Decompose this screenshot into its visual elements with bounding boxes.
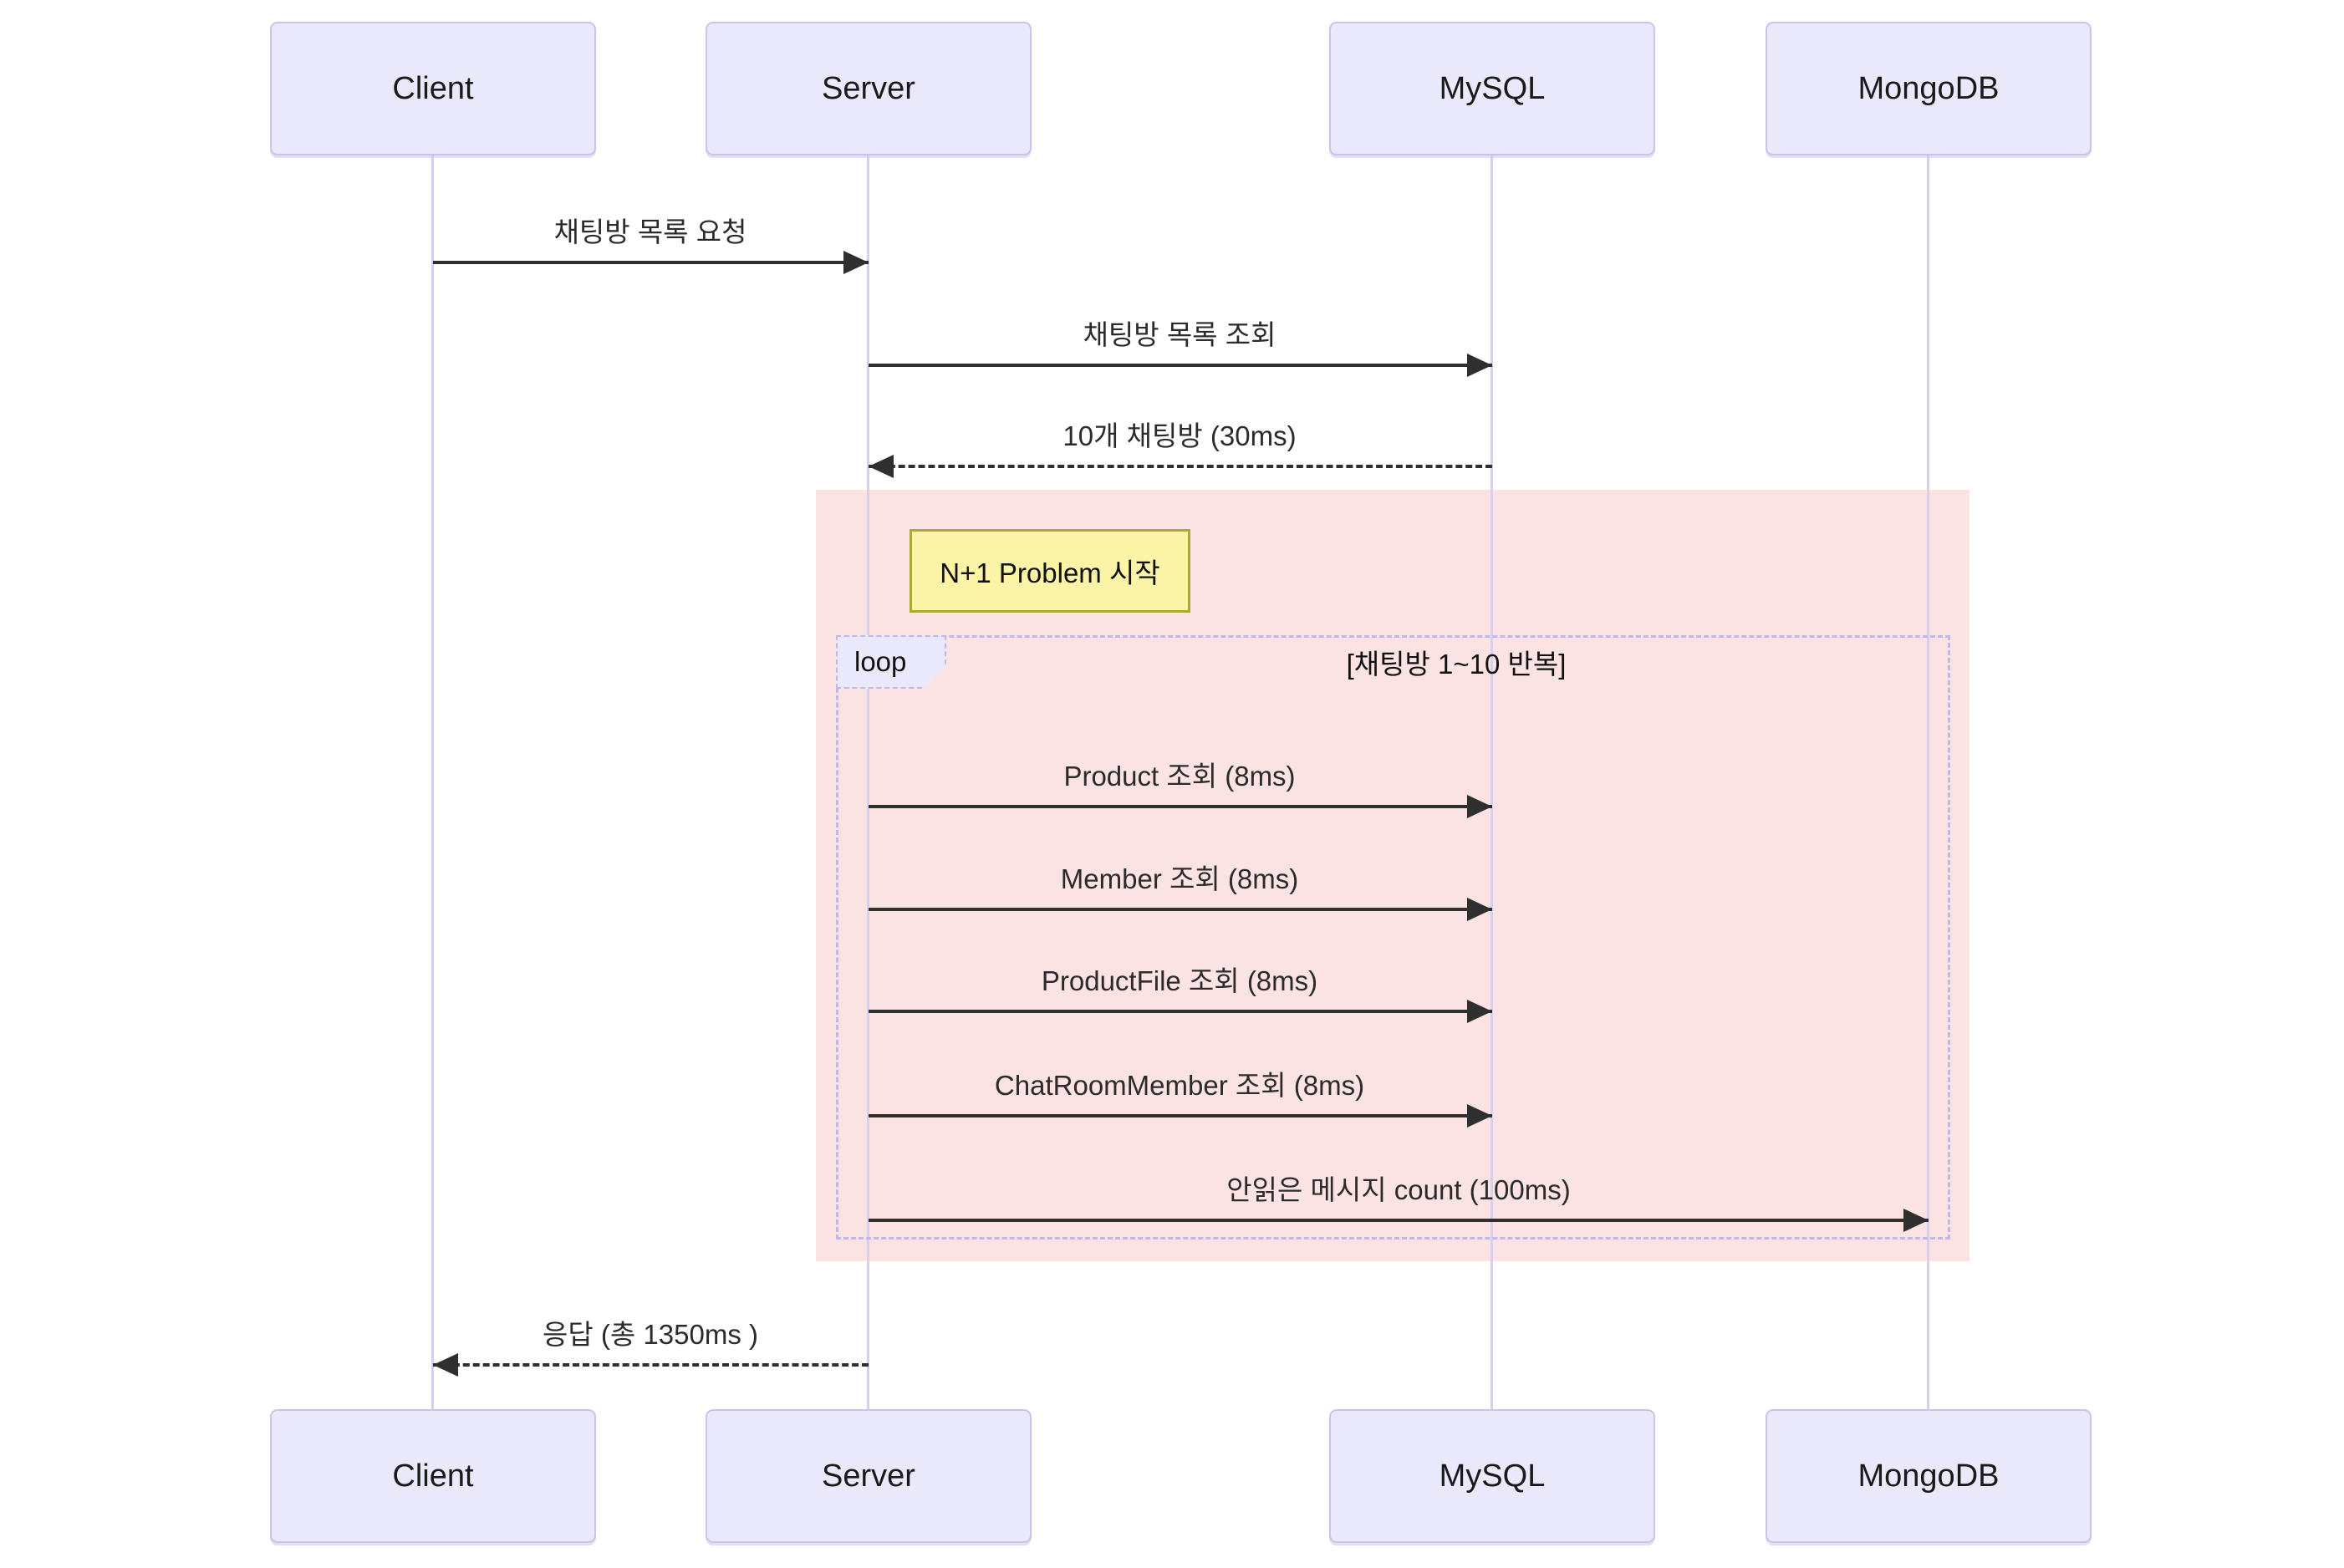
arrowhead-right-icon [843,251,869,274]
highlight-region [816,490,1969,1261]
message-label: 안읽은 메시지 count (100ms) [1226,1174,1571,1205]
message-arrow [433,251,869,274]
arrowhead-right-icon [1467,1000,1492,1023]
message-label: 10개 채팅방 (30ms) [1062,420,1297,451]
loop-frame [836,635,1950,1240]
actor-label: Server [822,1458,915,1494]
note-n-plus-one: N+1 Problem 시작 [910,529,1190,613]
loop-tab: loop [836,635,946,689]
actor-label: MongoDB [1857,70,2000,106]
actor-label: MongoDB [1857,1458,2000,1494]
arrowhead-right-icon [1467,354,1492,377]
actor-label: Client [392,1458,474,1494]
arrowhead-right-icon [1467,795,1492,818]
loop-label: loop [854,646,907,677]
actor-server-top: Server [706,22,1032,155]
actor-label: MySQL [1439,70,1546,106]
arrowhead-right-icon [1467,898,1492,921]
message-label: ProductFile 조회 (8ms) [1041,965,1318,996]
message-label: 응답 (총 1350ms ) [543,1319,758,1350]
actor-label: Client [392,70,474,106]
message-arrow [433,1353,869,1377]
message-arrow [869,354,1492,377]
message-arrow [869,1000,1492,1023]
actor-mongodb-top: MongoDB [1766,22,2092,155]
message-label: Member 조회 (8ms) [1060,863,1299,894]
message-label: ChatRoomMember 조회 (8ms) [994,1070,1365,1101]
arrowhead-right-icon [1903,1209,1929,1232]
message-label: 채팅방 목록 조회 [1083,319,1276,350]
message-arrow [869,898,1492,921]
lifeline-mysql [1490,155,1493,1409]
loop-title: [채팅방 1~10 반복] [1346,649,1567,680]
message-arrow [869,455,1492,478]
lifeline-client [431,155,434,1409]
message-arrow [869,795,1492,818]
message-arrow [869,1104,1492,1128]
message-label: Product 조회 (8ms) [1063,761,1296,792]
actor-client-top: Client [270,22,596,155]
actor-mysql-top: MySQL [1329,22,1655,155]
note-text: N+1 Problem 시작 [940,557,1160,588]
actor-mysql-bottom: MySQL [1329,1409,1655,1543]
message-arrow [869,1209,1929,1232]
actor-label: Server [822,70,915,106]
message-label: 채팅방 목록 요청 [553,216,747,247]
actor-server-bottom: Server [706,1409,1032,1543]
arrowhead-right-icon [1467,1104,1492,1128]
lifeline-mongodb [1927,155,1929,1409]
actor-mongodb-bottom: MongoDB [1766,1409,2092,1543]
actor-label: MySQL [1439,1458,1546,1494]
actor-client-bottom: Client [270,1409,596,1543]
lifeline-server [867,155,869,1409]
arrowhead-left-icon [869,455,894,478]
arrowhead-left-icon [433,1353,458,1377]
